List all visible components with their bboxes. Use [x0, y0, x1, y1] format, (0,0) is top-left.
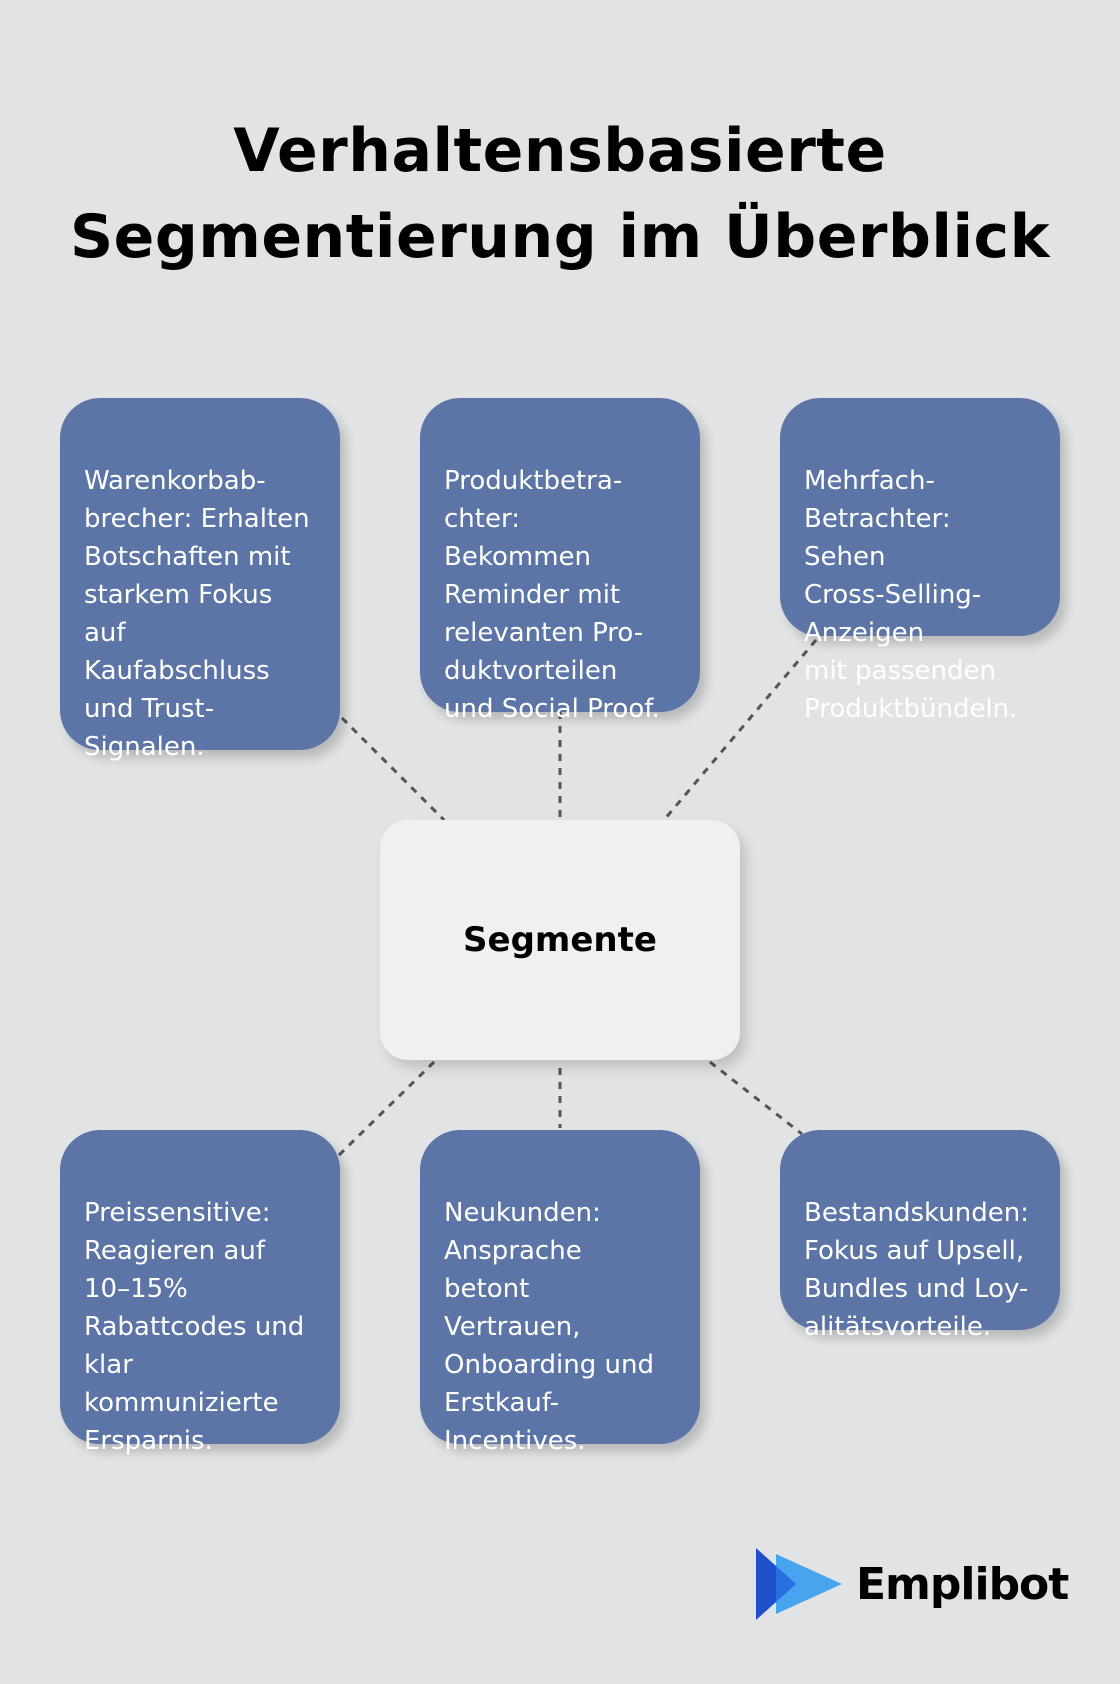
segment-text: Produktbetra- chter: Bekommen Reminder m… [444, 466, 660, 724]
logo-text: Emplibot [856, 1558, 1069, 1610]
segment-box-preissensitive: Preissensitive: Reagieren auf 10–15% Rab… [60, 1130, 340, 1456]
connector-6 [709, 1060, 803, 1136]
connector-4 [336, 1060, 436, 1158]
segment-text: Preissensitive: Reagieren auf 10–15% Rab… [84, 1198, 305, 1456]
segment-box-neukunden: Neukunden: Ansprache betont Vertrauen, O… [420, 1130, 700, 1456]
segment-text: Warenkorbab- brecher: Erhalten Botschaft… [84, 466, 310, 762]
segment-text: Mehrfach-Betrachter: Sehen Cross-Selling… [804, 466, 1018, 724]
segment-text: Neukunden: Ansprache betont Vertrauen, O… [444, 1198, 654, 1456]
segment-box-warenkorbabbrecher: Warenkorbab- brecher: Erhalten Botschaft… [60, 398, 340, 762]
play-arrow-logo-icon [756, 1548, 842, 1620]
segment-box-produktbetrachter: Produktbetra- chter: Bekommen Reminder m… [420, 398, 700, 724]
connector-1 [340, 716, 446, 822]
segment-text: Bestandskunden: Fokus auf Upsell, Bundle… [804, 1198, 1029, 1342]
segment-box-bestandskunden: Bestandskunden: Fokus auf Upsell, Bundle… [780, 1130, 1060, 1342]
center-node: Segmente [380, 820, 740, 1060]
segment-box-mehrfach-betrachter: Mehrfach-Betrachter: Sehen Cross-Selling… [780, 398, 1060, 724]
title-line-2: Segmentierung im Überblick [69, 202, 1051, 272]
diagram-title: Verhaltensbasierte Segmentierung im Über… [0, 108, 1120, 280]
brand-logo: Emplibot [756, 1548, 1069, 1620]
center-label: Segmente [463, 920, 657, 960]
title-line-1: Verhaltensbasierte [233, 116, 887, 186]
connector-3 [662, 639, 818, 821]
